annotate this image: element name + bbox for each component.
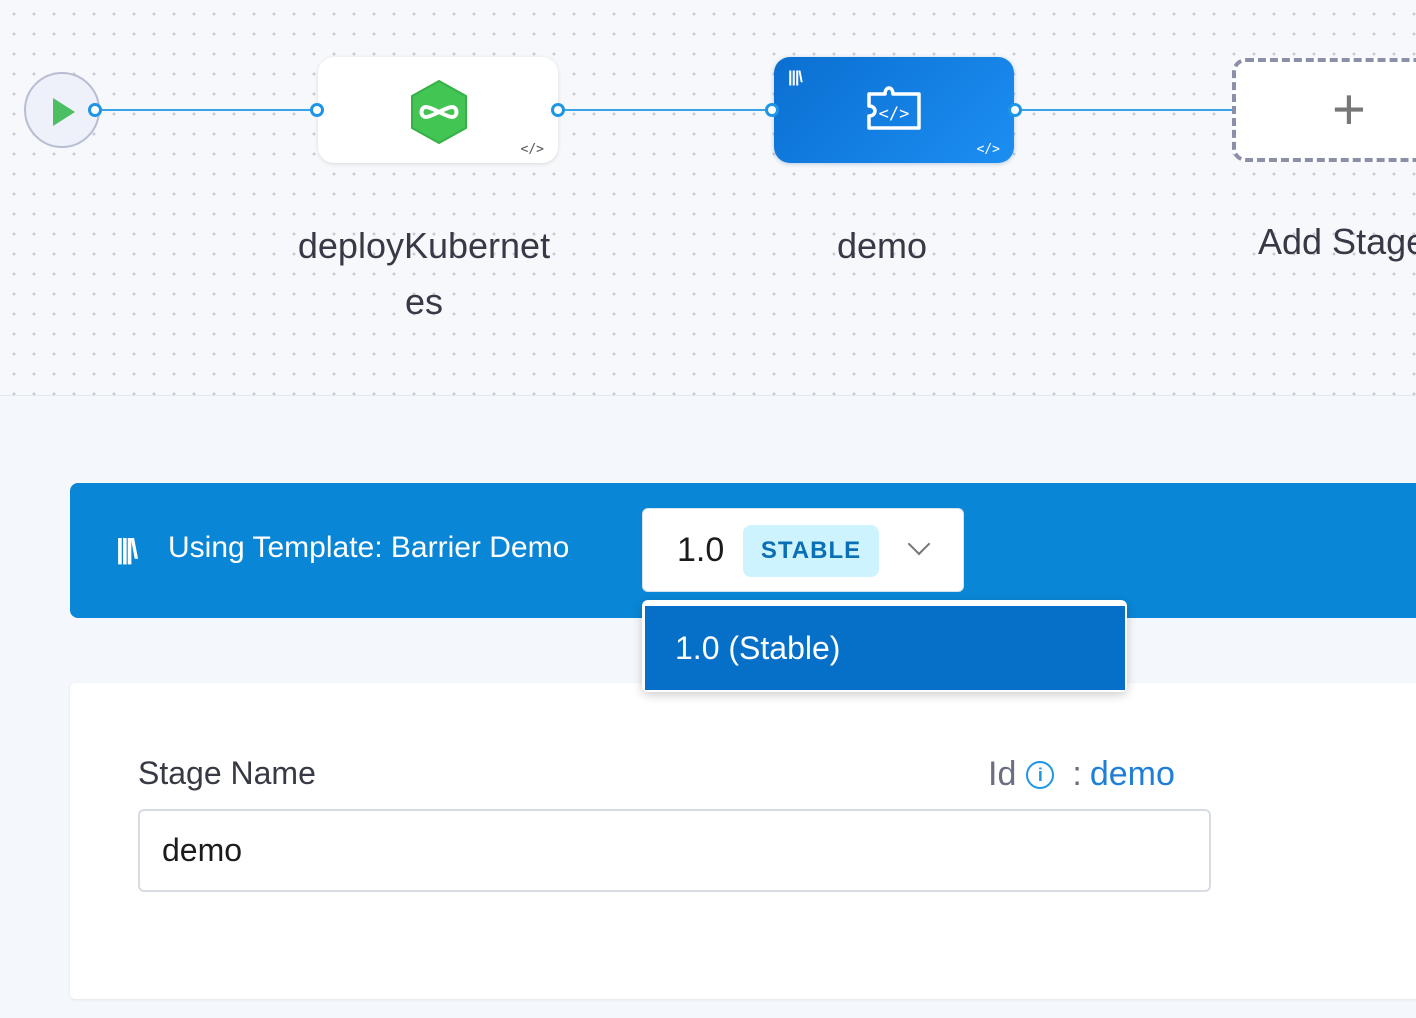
stage-label-demo: demo (836, 225, 928, 266)
template-library-icon: |||\ (788, 69, 803, 86)
template-stage-icon: </> (867, 86, 921, 130)
plus-icon: + (1332, 77, 1366, 142)
version-dropdown-menu: 1.0 (Stable) (642, 600, 1127, 692)
stage-name-input[interactable] (138, 809, 1211, 892)
stage-node-deploykubernetes[interactable]: </> (318, 57, 558, 163)
play-icon (53, 98, 75, 126)
kubernetes-deploy-icon (411, 80, 467, 144)
code-icon: </> (976, 142, 1000, 157)
id-label: Id (988, 755, 1017, 793)
svg-text:</>: </> (879, 104, 910, 124)
chevron-down-icon (907, 532, 931, 556)
port-k8s-in[interactable] (310, 103, 324, 117)
info-icon[interactable]: i (1026, 761, 1055, 789)
pipeline-canvas: </> deployKubernet es |||\ </> </> demo … (0, 0, 1416, 396)
port-k8s-out[interactable] (551, 103, 565, 117)
stage-label-line-1: deployKubernet (297, 225, 551, 266)
connector-k8s-to-demo (558, 109, 774, 111)
pipeline-start-button[interactable] (24, 72, 100, 148)
connector-start-to-k8s (100, 109, 318, 111)
version-value: 1.0 (677, 531, 725, 569)
stage-label-line-2: es (404, 281, 444, 322)
add-stage-label: Add Stage (1258, 221, 1416, 262)
version-select[interactable]: 1.0 STABLE (642, 508, 964, 592)
connector-demo-to-add (1016, 109, 1232, 111)
stage-name-label: Stage Name (138, 755, 316, 791)
id-value[interactable]: demo (1089, 755, 1175, 793)
stable-badge: STABLE (743, 525, 879, 577)
port-demo-in[interactable] (765, 103, 779, 117)
template-title: Using Template: Barrier Demo (168, 531, 570, 564)
stage-label-deploykubernetes: deployKubernet es (278, 218, 570, 330)
version-option-1-0-stable[interactable]: 1.0 (Stable) (645, 606, 1125, 690)
stage-node-demo[interactable]: |||\ </> </> (774, 57, 1014, 163)
id-separator: : (1072, 755, 1082, 793)
add-stage-button[interactable]: + (1232, 58, 1416, 162)
port-start-out[interactable] (88, 103, 102, 117)
code-icon: </> (520, 142, 544, 157)
template-bar: |||\ Using Template: Barrier Demo 1.0 ST… (70, 483, 1416, 618)
port-demo-out[interactable] (1008, 103, 1022, 117)
template-library-icon: |||\ (116, 533, 138, 564)
